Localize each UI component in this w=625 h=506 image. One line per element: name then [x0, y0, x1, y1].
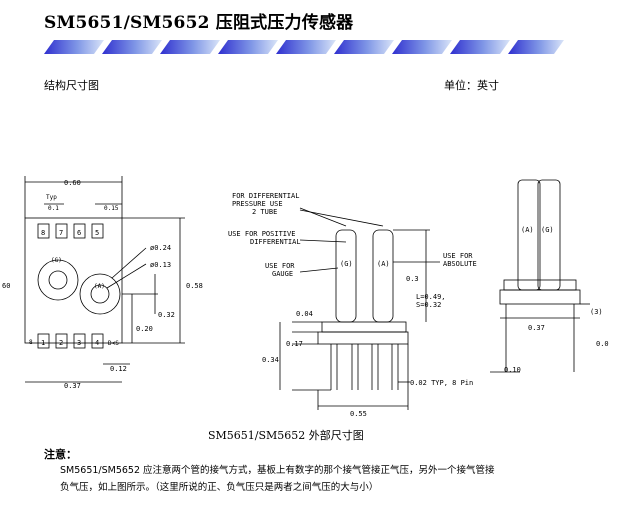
- top-pin-row: 8 7 6 5: [37, 223, 104, 239]
- port-a-label: (A): [94, 283, 105, 290]
- dim-height-label: 0.58: [186, 282, 203, 290]
- port-g-outer: [37, 259, 79, 301]
- note-body: SM5651/SM5652 应注意两个管的接气方式，基板上有数字的那个接气管接正…: [60, 462, 560, 496]
- dim-top-label: 0.04: [296, 310, 313, 318]
- port-a-inner: [90, 284, 110, 304]
- end-tube-g: [537, 179, 561, 291]
- figure-caption: SM5651/SM5652 外部尺寸图: [208, 429, 364, 442]
- tube-a: [372, 229, 394, 323]
- base-body: [317, 331, 409, 345]
- dim-port-label: 0.20: [136, 325, 153, 333]
- base-top: [321, 321, 407, 333]
- note-line-2: 负气压，如上图所示。（这里所说的正、负气压只是两者之间气压的大与小）: [60, 482, 379, 493]
- end-dim-small-label: 0.0: [596, 340, 609, 348]
- note-line-1: SM5651/SM5652 应注意两个管的接气方式，基板上有数字的那个接气管接正…: [60, 465, 495, 476]
- end-tube-a: [517, 179, 541, 291]
- bottom-pin-row: 8 1 2 3 4 D<S: [29, 333, 119, 349]
- dim-mid-label: 0.17: [286, 340, 303, 348]
- dim-hole-small-label: ø0.13: [150, 261, 171, 269]
- top-view: 0.60 Typ 0.1 0.15 8 7 6 5 (G) (A) ø0.24 …: [2, 176, 203, 390]
- pin-label-5: 5: [95, 229, 99, 237]
- label-absolute: USE FOR ABSOLUTE: [443, 252, 477, 268]
- decorative-stripe-band: [44, 40, 564, 54]
- pad-label: D<S: [108, 340, 119, 347]
- end-tube-g-label: (G): [541, 226, 554, 234]
- label-positive: USE FOR POSITIVE DIFFERENTIAL: [228, 230, 301, 246]
- end-dim-width-label: 0.37: [528, 324, 545, 332]
- dim-hole-big-label: ø0.24: [150, 244, 171, 252]
- pin-label-7: 7: [59, 229, 63, 237]
- dim-pin-label: 0.02 TYP, 8 Pin: [410, 379, 473, 387]
- pin-label-6: 6: [77, 229, 81, 237]
- section-label-units: 单位：英寸: [444, 79, 499, 92]
- label-differential: FOR DIFFERENTIAL PRESSURE USE 2 TUBE: [232, 192, 304, 216]
- end-dim-right-label: (3): [590, 308, 603, 316]
- port-g-inner: [48, 270, 68, 290]
- pin-label-2: 2: [59, 339, 63, 347]
- dim-length-label: L=0.49, S=0.32: [416, 293, 450, 309]
- dim-width-label: 0.60: [64, 179, 81, 187]
- dim-typ-label: Typ: [46, 194, 57, 201]
- dim-left-label: 60: [2, 282, 10, 290]
- dim-pitch-label: 0.1: [48, 205, 59, 212]
- tube-g-label: (G): [340, 260, 353, 268]
- port-a-outer: [79, 273, 121, 315]
- pin-label-3: 3: [77, 339, 81, 347]
- dim-left-side-label: 0.34: [262, 356, 279, 364]
- tube-a-label: (A): [377, 260, 390, 268]
- label-gauge: USE FOR GAUGE: [265, 262, 299, 278]
- pin-label-1: 1: [41, 339, 45, 347]
- end-base-body: [499, 289, 581, 305]
- dim-bottom-side-label: 0.55: [350, 410, 367, 418]
- tube-g: [335, 229, 357, 323]
- end-view: (A) (G) 0.37 (3) 0.0 0.10: [490, 179, 609, 374]
- note-title: 注意：: [44, 448, 77, 461]
- pin-label-4: 4: [95, 339, 99, 347]
- end-dim-pin-label: 0.10: [504, 366, 521, 374]
- left-mark-label: 8: [29, 339, 33, 346]
- dim-bottom-label: 0.37: [64, 382, 81, 390]
- pin-label-8: 8: [41, 229, 45, 237]
- end-tube-a-label: (A): [521, 226, 534, 234]
- section-label-dimensions: 结构尺寸图: [44, 79, 99, 92]
- side-view: FOR DIFFERENTIAL PRESSURE USE 2 TUBE USE…: [228, 192, 477, 418]
- page-title: SM5651/SM5652 压阻式压力传感器: [44, 13, 354, 33]
- port-g-label: (G): [51, 257, 62, 264]
- dim-tube-label: 0.3: [406, 275, 419, 283]
- dim-offset-label: 0.32: [158, 311, 175, 319]
- dim-pad-label: 0.12: [110, 365, 127, 373]
- dim-side-label: 0.15: [104, 205, 119, 212]
- dimension-drawing: 0.60 Typ 0.1 0.15 8 7 6 5 (G) (A) ø0.24 …: [2, 176, 609, 418]
